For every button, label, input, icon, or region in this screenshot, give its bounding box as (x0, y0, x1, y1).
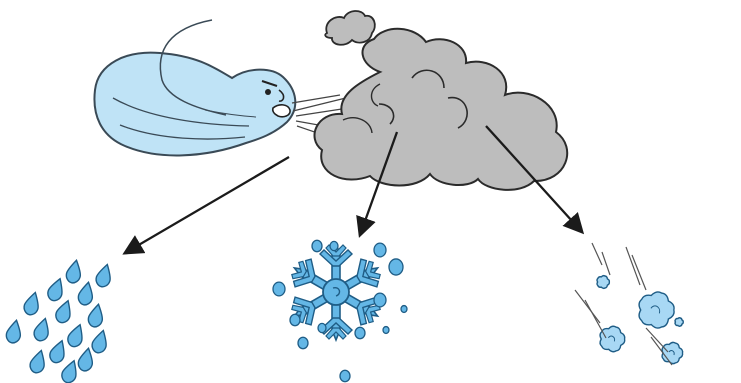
snowflake-arm (320, 304, 352, 340)
hail-motion-line (592, 243, 602, 265)
raindrop (48, 338, 69, 364)
raindrop (54, 298, 75, 324)
hail-motion-line (575, 290, 600, 323)
snow-blob (298, 337, 308, 349)
hailstone (639, 292, 674, 328)
hailstone (662, 342, 683, 363)
hailstones-icon (575, 243, 683, 365)
raindrop (5, 319, 23, 344)
raindrop (60, 358, 81, 383)
snow-blob (389, 259, 403, 275)
hail-motion-line (646, 328, 668, 352)
hail-motion-line (632, 255, 646, 290)
raindrop (46, 276, 67, 302)
raindrop (28, 349, 48, 375)
raindrops-icon (5, 259, 114, 383)
snow-blob (383, 327, 389, 334)
storm-cloud-icon (315, 11, 568, 190)
hail-motion-line (585, 300, 606, 338)
raindrop (94, 263, 114, 289)
snow-blob (273, 282, 285, 296)
snowflake-icon (273, 240, 407, 382)
raindrop (77, 281, 95, 306)
snow-blob (355, 327, 365, 339)
raindrop (65, 259, 83, 284)
raindrop (90, 329, 110, 355)
snow-blob (312, 240, 322, 252)
hail-motion-line (602, 252, 610, 275)
raindrop (77, 347, 95, 372)
snowflake-center (323, 279, 349, 305)
raindrop (66, 322, 87, 348)
snow-blob (340, 370, 350, 382)
hailstone (675, 318, 683, 326)
raindrop (87, 303, 105, 328)
hailstone (600, 326, 625, 351)
snow-blob (374, 243, 386, 257)
hail-motion-line (626, 247, 640, 285)
snow-blob (401, 306, 407, 313)
snow-blob (374, 293, 386, 307)
snow-blob (290, 314, 300, 326)
snow-blob (330, 241, 338, 250)
arrow-to-rain (125, 157, 289, 253)
snow-blob (318, 323, 326, 332)
raindrop (22, 291, 42, 317)
raindrop (32, 317, 52, 343)
hailstone (597, 276, 609, 289)
